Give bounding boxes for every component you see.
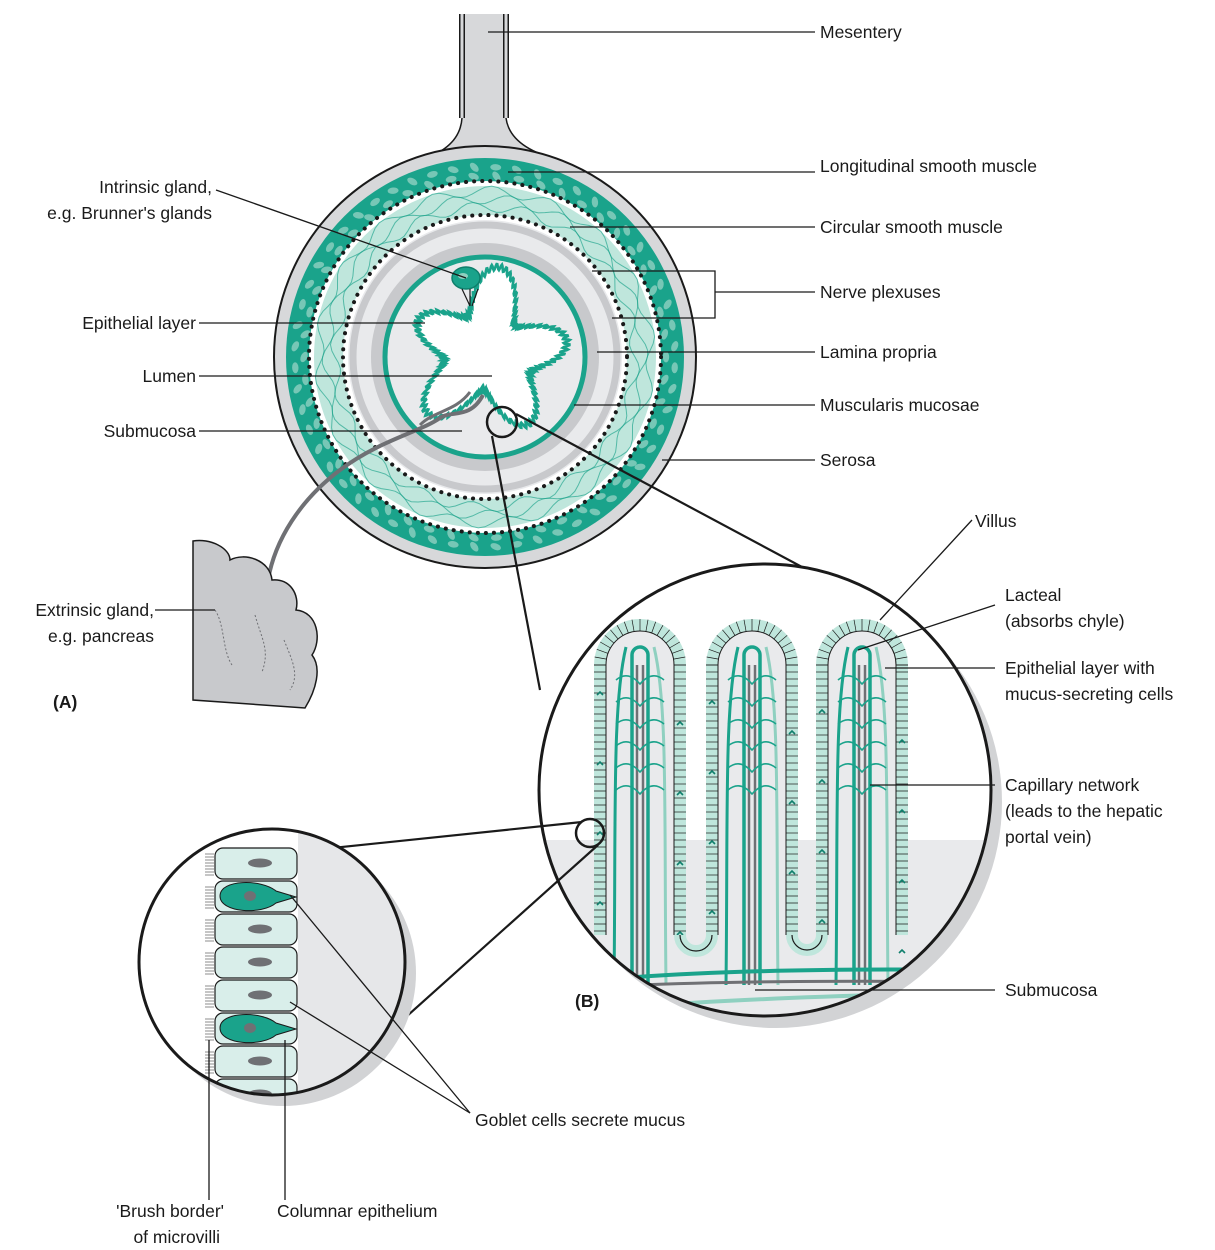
label-extrinsic-gland-2: e.g. pancreas <box>48 626 154 646</box>
mesentery <box>420 14 560 160</box>
label-capillary-1: Capillary network <box>1005 775 1139 795</box>
panel-label-a: (A) <box>53 692 77 712</box>
goblet-cell <box>205 881 297 912</box>
panel-label-b: (B) <box>575 991 599 1011</box>
goblet-cell <box>205 1013 297 1044</box>
villus <box>594 619 686 985</box>
label-lamina-propria: Lamina propria <box>820 342 937 362</box>
villus <box>816 619 908 985</box>
label-muscularis-mucosae: Muscularis mucosae <box>820 395 980 415</box>
label-lacteal-2: (absorbs chyle) <box>1005 611 1125 631</box>
columnar-cell <box>205 980 297 1011</box>
label-circular-muscle: Circular smooth muscle <box>820 217 1003 237</box>
columnar-cell <box>205 1046 297 1077</box>
label-goblet-cells: Goblet cells secrete mucus <box>475 1110 685 1130</box>
label-mesentery: Mesentery <box>820 22 902 42</box>
panel-a-cross-section <box>193 14 696 708</box>
label-columnar-epithelium: Columnar epithelium <box>277 1201 438 1221</box>
villus <box>706 619 798 985</box>
label-lumen: Lumen <box>142 366 196 386</box>
label-capillary-3: portal vein) <box>1005 827 1092 847</box>
panel-c-epithelium <box>139 829 418 1143</box>
label-epithelial-mucus-2: mucus-secreting cells <box>1005 684 1173 704</box>
label-extrinsic-gland-1: Extrinsic gland, <box>35 600 154 620</box>
columnar-cell <box>205 914 297 945</box>
label-lacteal-1: Lacteal <box>1005 585 1061 605</box>
label-epithelial-layer: Epithelial layer <box>82 313 196 333</box>
label-submucosa-b: Submucosa <box>1005 980 1098 1000</box>
label-villus: Villus <box>975 511 1017 531</box>
label-submucosa-a: Submucosa <box>104 421 197 441</box>
label-nerve-plexuses: Nerve plexuses <box>820 282 941 302</box>
label-longitudinal-muscle: Longitudinal smooth muscle <box>820 156 1037 176</box>
label-serosa: Serosa <box>820 450 876 470</box>
label-intrinsic-gland-1: Intrinsic gland, <box>99 177 212 197</box>
label-brush-border-1: 'Brush border' <box>116 1201 224 1221</box>
label-capillary-2: (leads to the hepatic <box>1005 801 1163 821</box>
label-epithelial-mucus-1: Epithelial layer with <box>1005 658 1155 678</box>
label-intrinsic-gland-2: e.g. Brunner's glands <box>47 203 212 223</box>
columnar-cell <box>205 848 297 879</box>
columnar-cell <box>205 947 297 978</box>
panel-b-villi <box>539 564 1002 1028</box>
columnar-cell <box>205 1112 297 1143</box>
label-brush-border-2: of microvilli <box>133 1227 220 1247</box>
extrinsic-gland-pancreas <box>193 540 317 708</box>
